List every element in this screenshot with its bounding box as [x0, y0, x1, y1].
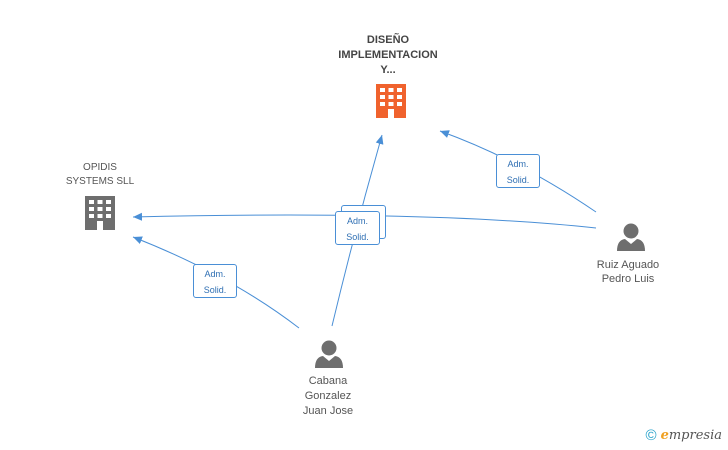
- person-icon-ruiz: [617, 223, 645, 251]
- company-main-label[interactable]: DISEÑO IMPLEMENTACION Y...: [338, 34, 438, 76]
- edge-ruiz-to-opidis: [132, 212, 597, 229]
- role-badge-shared-front[interactable]: Adm. Solid.: [335, 211, 380, 245]
- person-ruiz-label[interactable]: Ruiz Aguado Pedro Luis: [596, 259, 660, 285]
- building-icon-main: [376, 84, 406, 118]
- role-badge-cabana-opidis[interactable]: Adm. Solid.: [193, 264, 237, 298]
- person-cabana-label[interactable]: Cabana Gonzalez Juan Jose: [302, 375, 354, 417]
- building-icon-opidis: [85, 196, 115, 230]
- person-icon-cabana: [315, 340, 343, 368]
- company-opidis-label[interactable]: OPIDIS SYSTEMS SLL: [65, 162, 135, 187]
- role-badge-ruiz-main[interactable]: Adm. Solid.: [496, 154, 540, 188]
- brand-logo: empresia: [660, 428, 722, 443]
- copyright-icon: ©: [645, 427, 657, 444]
- watermark: © empresia: [646, 427, 722, 444]
